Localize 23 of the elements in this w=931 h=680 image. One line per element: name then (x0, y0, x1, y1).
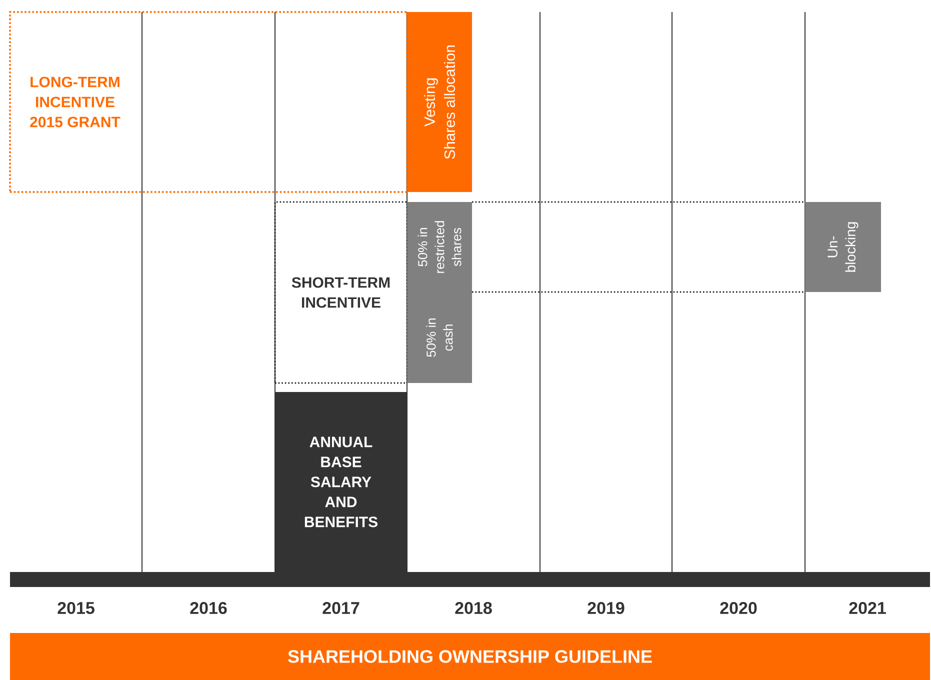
year-label: 2016 (190, 602, 227, 614)
filled-box (275, 392, 407, 572)
box-text: 50% in restricted shares (418, 221, 462, 273)
filled-box (805, 202, 881, 292)
banner (10, 633, 930, 680)
filled-box (407, 202, 472, 292)
year-label: 2019 (588, 602, 624, 614)
box-text: LONG-TERM INCENTIVE 2015 GRANT (30, 76, 120, 128)
box-text: SHORT-TERM INCENTIVE (292, 277, 390, 308)
year-label: 2021 (849, 602, 886, 614)
box-text: SHAREHOLDING OWNERSHIP GUIDELINE (288, 650, 652, 663)
dotted-box (274, 201, 408, 384)
year-label: 2017 (322, 602, 360, 614)
box-text: Un- blocking (828, 222, 858, 272)
year-label: 2020 (720, 602, 757, 614)
filled-box (407, 12, 472, 192)
box-text: 50% in cash (426, 318, 453, 357)
dotted-box (9, 11, 408, 193)
box-text: Vesting Shares allocation (424, 45, 455, 159)
year-label: 2018 (455, 602, 492, 614)
filled-box (407, 292, 472, 383)
year-label: 2015 (58, 602, 94, 614)
box-text: ANNUAL BASE SALARY AND BENEFITS (304, 436, 378, 528)
